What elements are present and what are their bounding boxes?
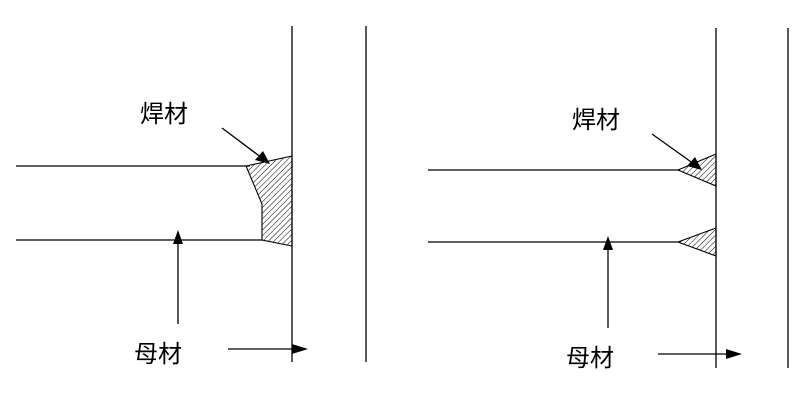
right-weld-leader-line (651, 133, 695, 165)
right-lower-weld-hatched (676, 227, 717, 257)
left-panel: 焊材 母材 (16, 26, 367, 368)
right-upper-weld-hatched (676, 153, 717, 187)
left-plate-arrowhead (292, 344, 308, 354)
right-weld-leader-arrowhead (687, 157, 702, 170)
left-weld-hatched (245, 155, 293, 247)
left-weld-leader-arrowhead (255, 151, 270, 164)
left-base-label: 母材 (134, 340, 182, 368)
right-base-pointer-arrowhead (603, 236, 613, 250)
right-weld-label: 焊材 (572, 106, 620, 134)
left-weld-label: 焊材 (140, 100, 188, 128)
right-base-label: 母材 (566, 344, 614, 372)
left-weld-leader-line (221, 127, 263, 159)
left-base-pointer-arrowhead (173, 230, 183, 244)
right-panel: 焊材 母材 (428, 28, 789, 372)
right-plate-arrowhead (726, 349, 742, 359)
